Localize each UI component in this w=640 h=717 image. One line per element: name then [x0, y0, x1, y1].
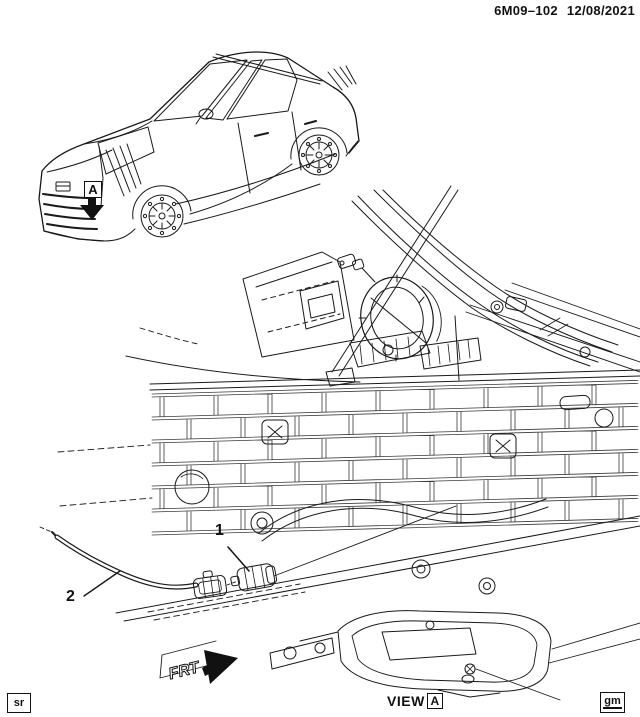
- figure-code: 6M09–102: [494, 3, 558, 18]
- frt-label: FRT: [167, 659, 202, 683]
- frt-direction-marker: FRT: [159, 640, 238, 684]
- leader-line-part1-to-grille: [273, 505, 457, 577]
- figure-date: 12/08/2021: [566, 3, 635, 18]
- view-caption-letter: A: [426, 693, 443, 709]
- gm-logo: gm: [600, 692, 625, 713]
- bottom-bracket: [269, 610, 640, 701]
- front-structure-illustration: [57, 185, 640, 701]
- view-caption: VIEW A: [387, 693, 443, 709]
- connector-2-half: [192, 570, 228, 599]
- grille-grid: [151, 380, 639, 536]
- figure-header: 6M09–102 12/08/2021: [494, 3, 635, 18]
- part-number-2: 2: [66, 588, 75, 605]
- leader-line-label2: [83, 570, 121, 597]
- artist-stamp-text: sr: [13, 697, 25, 709]
- location-callout-a: A: [84, 181, 102, 198]
- gm-logo-text: gm: [603, 695, 622, 710]
- leader-line-label1: [227, 546, 250, 572]
- vehicle-illustration: [38, 51, 360, 242]
- grille-fastener-right: [489, 433, 517, 459]
- artist-stamp: sr: [7, 693, 31, 713]
- part-number-1: 1: [215, 522, 224, 539]
- front-wheel: [140, 194, 184, 238]
- view-caption-text: VIEW: [387, 693, 425, 709]
- rear-wheel: [298, 134, 340, 176]
- connector-1: [230, 563, 278, 592]
- grille-fastener-left: [261, 419, 289, 445]
- harness-cable: [39, 526, 199, 590]
- location-arrow: [80, 198, 104, 220]
- frt-arrowhead-icon: [204, 650, 238, 684]
